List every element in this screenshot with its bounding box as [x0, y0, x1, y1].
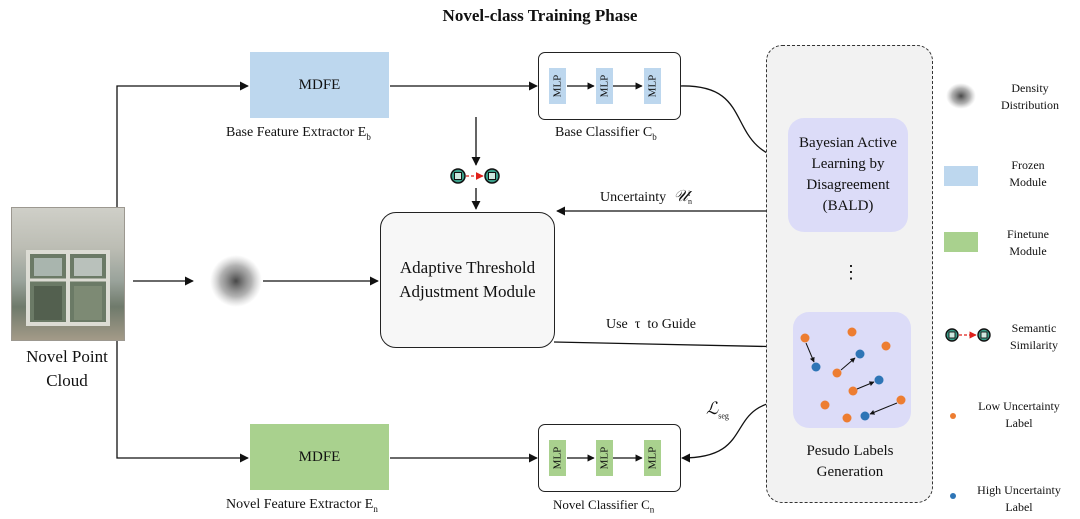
novel-classifier-arrows	[567, 454, 643, 462]
legend-semantic-glyph	[945, 328, 991, 342]
novel-mlp-3: MLP	[644, 440, 661, 476]
ellipsis: ⋮	[842, 262, 860, 282]
novel-extractor-caption: Novel Feature Extractor En	[226, 497, 378, 514]
legend-high-dot	[950, 493, 956, 499]
edge-guide	[553, 341, 791, 352]
legend-density-label: Density Distribution	[1000, 81, 1059, 112]
base-classifier: MLP MLP MLP	[538, 52, 681, 120]
base-feature-extractor: MDFE	[250, 52, 389, 118]
semantic-similarity-glyph	[450, 168, 500, 184]
legend-finetune-swatch	[944, 232, 978, 252]
base-extractor-label: MDFE	[298, 76, 341, 93]
base-extractor-caption: Base Feature Extractor Eb	[226, 125, 371, 142]
adaptive-threshold-module: Adaptive Threshold Adjustment Module	[380, 212, 555, 348]
novel-extractor-label: MDFE	[298, 448, 341, 465]
base-classifier-arrows	[567, 82, 643, 90]
novel-mlp-1: MLP	[549, 440, 566, 476]
pseudo-caption: Pesudo Labels Generation	[806, 443, 894, 480]
legend-density-glyph	[946, 83, 976, 109]
loss-label: ℒseg	[706, 399, 729, 421]
legend-finetune-label: Finetune Module	[1007, 227, 1049, 258]
window-illustration	[26, 250, 110, 326]
density-distribution-glyph	[210, 255, 262, 307]
edge-input-to-novel	[116, 340, 249, 463]
legend-low-label: Low Uncertainty Label	[978, 399, 1060, 430]
novel-classifier: MLP MLP MLP	[538, 424, 681, 492]
novel-point-cloud-image	[11, 207, 125, 341]
diagram-title: Novel-class Training Phase	[442, 6, 638, 25]
input-caption: Novel Point Cloud	[26, 347, 108, 390]
legend-frozen-label: Frozen Module	[1009, 158, 1047, 189]
edge-input-to-base	[116, 81, 249, 208]
legend-frozen-swatch	[944, 166, 978, 186]
novel-mlp-2: MLP	[596, 440, 613, 476]
guide-label: Use τ to Guide	[606, 317, 697, 332]
legend-high-label: High Uncertainty Label	[977, 483, 1061, 514]
base-classifier-caption: Base Classifier Cb	[555, 125, 657, 142]
base-mlp-3: MLP	[644, 68, 661, 104]
base-mlp-2: MLP	[596, 68, 613, 104]
novel-classifier-caption: Novel Classifier Cn	[553, 497, 655, 515]
legend-semantic-label: Semantic Similarity	[1010, 321, 1058, 352]
legend-low-dot	[950, 413, 956, 419]
bald-module: Bayesian Active Learning by Disagreement…	[788, 118, 908, 232]
pseudo-labels-box	[793, 312, 911, 428]
novel-feature-extractor: MDFE	[250, 424, 389, 490]
base-mlp-1: MLP	[549, 68, 566, 104]
pseudo-label-points	[800, 327, 906, 423]
